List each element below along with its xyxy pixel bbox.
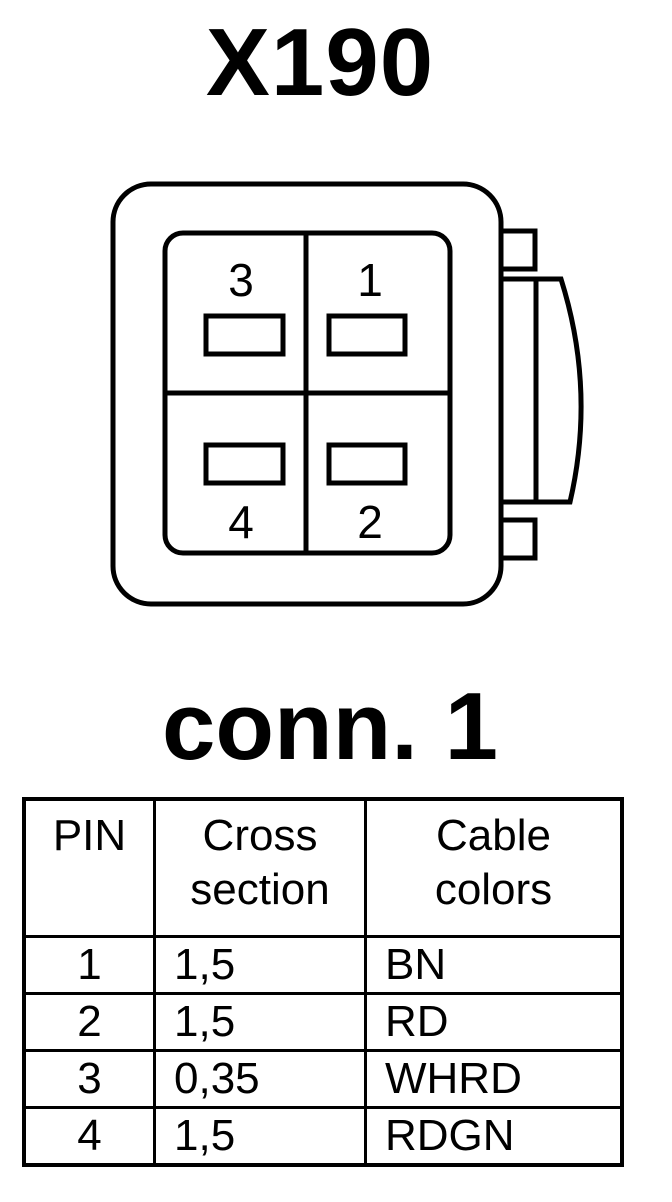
table-row: 1 1,5 BN bbox=[22, 935, 624, 995]
cell-cross-section: 1,5 bbox=[153, 935, 367, 995]
pin-label-2: 2 bbox=[357, 496, 383, 548]
table-row: 4 1,5 RDGN bbox=[22, 1106, 624, 1167]
pin-label-4: 4 bbox=[228, 496, 254, 548]
header-cross-line1: Cross bbox=[202, 811, 318, 860]
connector-housing bbox=[110, 181, 504, 607]
latch-tab-top bbox=[498, 228, 538, 272]
pin-table: PIN Cross section Cable colors 1 1,5 BN … bbox=[22, 797, 624, 1167]
table-row: 2 1,5 RD bbox=[22, 992, 624, 1052]
latch-tab-bottom bbox=[498, 517, 538, 561]
header-cross-section: Cross section bbox=[153, 797, 367, 938]
table-header-row: PIN Cross section Cable colors bbox=[22, 797, 624, 938]
cell-cable-color: RD bbox=[364, 992, 624, 1052]
connector-label: conn. 1 bbox=[161, 673, 499, 780]
latch-clip bbox=[501, 276, 584, 505]
pin-label-1: 1 bbox=[357, 254, 383, 306]
pin-4-contact bbox=[203, 442, 286, 486]
cell-cable-color: BN bbox=[364, 935, 624, 995]
header-cross-line2: section bbox=[190, 865, 330, 914]
table-row: 3 0,35 WHRD bbox=[22, 1049, 624, 1109]
cell-pin: 1 bbox=[22, 935, 156, 995]
header-cable-colors: Cable colors bbox=[364, 797, 624, 938]
cell-pin: 2 bbox=[22, 992, 156, 1052]
header-color-line2: colors bbox=[434, 865, 553, 914]
pin-2-contact bbox=[326, 442, 408, 486]
connector-diagram: 3 1 4 2 bbox=[110, 181, 584, 607]
pin-1-contact bbox=[326, 313, 408, 357]
connector-title: X190 bbox=[205, 9, 435, 116]
cell-cable-color: RDGN bbox=[364, 1106, 624, 1167]
cell-pin: 4 bbox=[22, 1106, 156, 1167]
cell-cross-section: 0,35 bbox=[153, 1049, 367, 1109]
pin-3-contact bbox=[203, 313, 286, 357]
cell-cable-color: WHRD bbox=[364, 1049, 624, 1109]
cell-cross-section: 1,5 bbox=[153, 992, 367, 1052]
header-color-line1: Cable bbox=[436, 811, 551, 860]
cell-cross-section: 1,5 bbox=[153, 1106, 367, 1167]
pin-label-3: 3 bbox=[228, 254, 254, 306]
cell-pin: 3 bbox=[22, 1049, 156, 1109]
header-pin: PIN bbox=[22, 797, 156, 938]
